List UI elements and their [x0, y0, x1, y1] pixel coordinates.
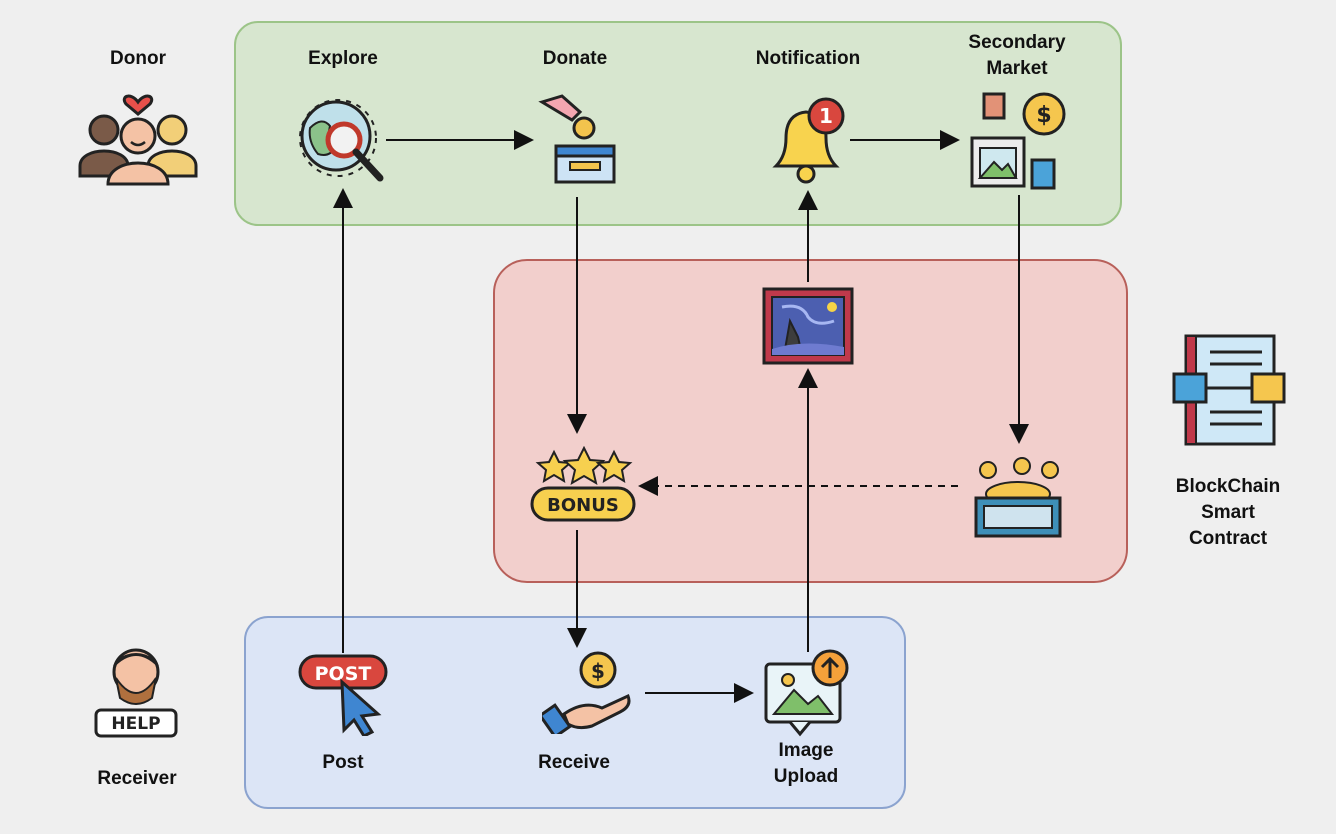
donate-box-icon	[538, 94, 616, 184]
notification-count: 1	[819, 104, 833, 128]
notification-bell-icon: 1	[772, 97, 845, 184]
donor-label: Donor	[110, 48, 166, 69]
post-badge-text: POST	[315, 663, 372, 685]
receive-label: Receive	[538, 752, 610, 773]
secondary-market-icon: $	[970, 92, 1066, 190]
post-label: Post	[322, 752, 364, 773]
receiver-label: Receiver	[97, 768, 177, 789]
blockchain-contract-icon	[1172, 334, 1286, 446]
market-coin-symbol: $	[1036, 103, 1051, 128]
donate-label: Donate	[542, 48, 608, 69]
blockchain-label: BlockChain Smart Contract	[1175, 476, 1281, 549]
donor-zone	[234, 21, 1122, 226]
artwork-nft-icon	[762, 287, 854, 365]
receiver-help-icon: HELP	[94, 648, 178, 738]
image-upload-label: Image Upload	[773, 740, 839, 787]
notification-label: Notification	[755, 48, 861, 69]
post-cursor-icon: POST	[298, 654, 388, 736]
image-upload-icon	[764, 649, 849, 737]
bonus-icon: BONUS	[530, 446, 636, 522]
receive-money-icon: $	[542, 651, 631, 734]
help-sign-text: HELP	[111, 714, 160, 734]
coin-pool-icon	[974, 457, 1062, 538]
donor-group-icon	[78, 94, 198, 186]
bonus-badge-text: BONUS	[547, 495, 619, 516]
explore-label: Explore	[308, 48, 378, 69]
secondary-market-label: Secondary Market	[968, 32, 1066, 79]
receive-coin-symbol: $	[591, 659, 605, 683]
explore-globe-icon	[299, 99, 384, 182]
